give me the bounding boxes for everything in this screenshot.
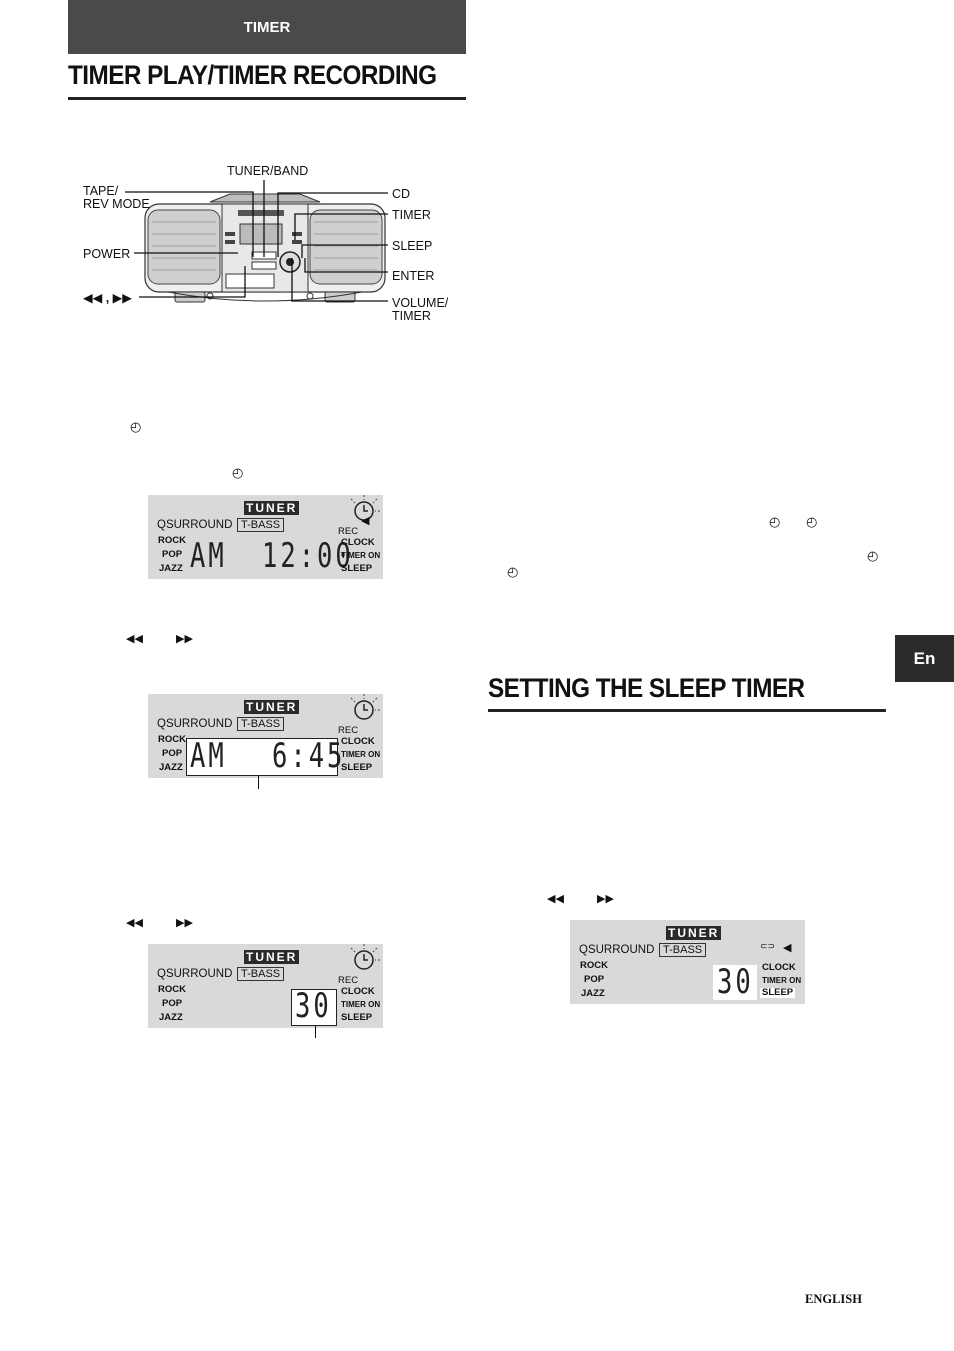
timer-on-label: TIMER ON xyxy=(341,1000,381,1009)
timer-clock-icon xyxy=(350,944,380,970)
forward-icon: ▶▶ xyxy=(597,893,614,905)
tuner-badge: TUNER xyxy=(666,926,722,940)
clock-icon: ◴ xyxy=(769,514,781,529)
pop-label: POP xyxy=(584,974,605,985)
rock-label: ROCK xyxy=(580,960,608,971)
clock-label: CLOCK xyxy=(762,962,796,973)
clock-icon: ◴ xyxy=(232,465,244,480)
pop-label: POP xyxy=(162,748,183,759)
lcd-display-sleep: TUNER QSURROUND T-BASS ROCK POP JAZZ ⊂⊃ … xyxy=(570,920,805,1004)
label-volume-timer: TIMER xyxy=(392,309,431,323)
label-volume: VOLUME/ xyxy=(392,296,449,310)
rock-label: ROCK xyxy=(158,984,186,995)
lcd-display-1: TUNER QSURROUND T-BASS ROCK POP JAZZ AM … xyxy=(148,495,383,579)
language-tab: En xyxy=(895,635,954,682)
rec-label: REC xyxy=(338,526,359,537)
lcd-digits-left: AM xyxy=(190,736,227,776)
qsurround-label: QSURROUND xyxy=(157,968,233,980)
rec-label: REC xyxy=(338,725,359,736)
page-title-timer-play: TIMER PLAY/TIMER RECORDING xyxy=(68,60,437,90)
lcd-digits-right: 12:00 xyxy=(262,536,354,576)
rock-label: ROCK xyxy=(158,734,186,745)
rewind-icon: ◀◀ xyxy=(547,893,564,905)
sleep-label: SLEEP xyxy=(341,563,373,574)
label-sleep: SLEEP xyxy=(392,239,433,253)
play-icon: ◀ xyxy=(361,515,370,527)
repeat-icon: ⊂⊃ xyxy=(760,941,776,951)
lcd-digits-right: 30 xyxy=(717,962,754,1002)
label-enter: ENTER xyxy=(392,269,435,283)
rewind-icon: ◀◀ xyxy=(126,917,143,929)
clock-icon: ◴ xyxy=(867,548,879,563)
lcd-digits-right: 30 xyxy=(295,986,332,1026)
sleep-label: SLEEP xyxy=(341,1012,373,1023)
clock-icon: ◴ xyxy=(130,419,142,434)
tuner-badge: TUNER xyxy=(244,950,300,964)
clock-icon: ◴ xyxy=(507,564,519,579)
jazz-label: JAZZ xyxy=(581,988,605,999)
timer-clock-icon xyxy=(350,495,380,521)
forward-icon: ▶▶ xyxy=(176,633,193,645)
qsurround-label: QSURROUND xyxy=(157,718,233,730)
label-tape: TAPE/ xyxy=(83,184,119,198)
qsurround-label: QSURROUND xyxy=(579,944,655,956)
clock-label: CLOCK xyxy=(341,736,375,747)
rec-label: REC xyxy=(338,975,359,986)
timer-clock-icon xyxy=(350,694,380,720)
jazz-label: JAZZ xyxy=(159,762,183,773)
sleep-label: SLEEP xyxy=(341,762,373,773)
blinking-time-frame xyxy=(186,738,338,776)
rewind-icon: ◀◀ xyxy=(126,633,143,645)
timer-on-label: TIMER ON xyxy=(341,750,381,759)
forward-icon: ▶▶ xyxy=(176,917,193,929)
lcd-digits-left: AM xyxy=(190,536,227,576)
tbass-label: T-BASS xyxy=(659,943,707,957)
boombox-illustration xyxy=(144,193,386,303)
label-power: POWER xyxy=(83,247,131,261)
qsurround-label: QSURROUND xyxy=(157,519,233,531)
timer-on-label: TIMER ON xyxy=(762,976,802,985)
lcd-display-2: TUNER QSURROUND T-BASS ROCK POP JAZZ AM … xyxy=(148,694,383,778)
section-bar: TIMER xyxy=(68,0,466,54)
label-tuner-band: TUNER/BAND xyxy=(227,164,309,178)
minutes-frame xyxy=(713,965,757,1000)
page-title-sleep-timer: SETTING THE SLEEP TIMER xyxy=(488,673,805,703)
tbass-label: T-BASS xyxy=(237,717,285,731)
heading-rule xyxy=(68,97,466,100)
lcd-display-3: TUNER QSURROUND T-BASS ROCK POP JAZZ 30 … xyxy=(148,944,383,1028)
jazz-label: JAZZ xyxy=(159,1012,183,1023)
label-cd: CD xyxy=(392,187,411,201)
blinking-minutes-frame xyxy=(291,989,337,1026)
rock-label: ROCK xyxy=(158,535,186,546)
pointer-line xyxy=(315,1026,317,1038)
tbass-label: T-BASS xyxy=(237,967,285,981)
clock-label: CLOCK xyxy=(341,537,375,548)
pop-label: POP xyxy=(162,549,183,560)
tbass-label: T-BASS xyxy=(237,518,285,532)
lcd-digits-right: 6:45 xyxy=(272,736,346,776)
jazz-label: JAZZ xyxy=(159,563,183,574)
clock-label: CLOCK xyxy=(341,986,375,997)
clock-icon: ◴ xyxy=(806,514,818,529)
pop-label: POP xyxy=(162,998,183,1009)
label-rev-mode: REV MODE xyxy=(83,197,150,211)
heading-rule xyxy=(488,709,886,712)
pointer-line xyxy=(258,776,260,789)
label-skip: ◀◀ , ▶▶ xyxy=(83,291,132,305)
tuner-badge: TUNER xyxy=(244,501,300,515)
sleep-label: SLEEP xyxy=(760,987,796,998)
play-icon: ◀ xyxy=(783,942,792,954)
timer-on-label: TIMER ON xyxy=(341,551,381,560)
label-timer: TIMER xyxy=(392,208,431,222)
callout-lines xyxy=(125,180,388,302)
tuner-badge: TUNER xyxy=(244,700,300,714)
footer-language: ENGLISH xyxy=(805,1292,862,1306)
